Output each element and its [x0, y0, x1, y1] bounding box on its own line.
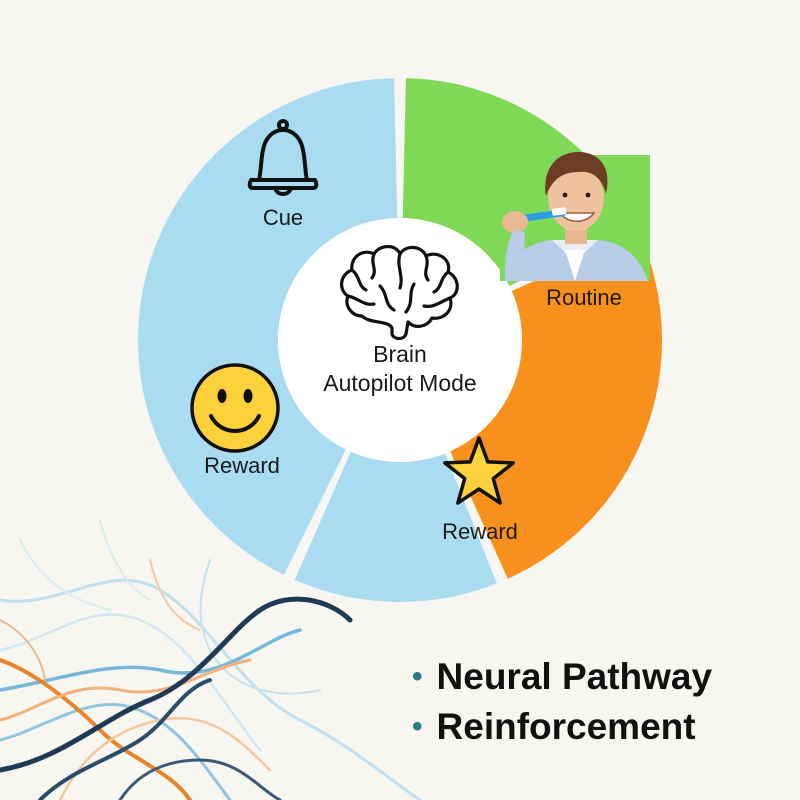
neural-pathway-illustration: [0, 519, 422, 800]
segment-label-cue: Cue: [263, 205, 303, 230]
segment-label-reward-star: Reward: [442, 519, 518, 544]
takeaway-text: Reinforcement: [436, 706, 696, 747]
habit-loop-ring: [138, 78, 662, 602]
center-title-line2: Autopilot Mode: [323, 370, 476, 396]
segment-label-routine: Routine: [546, 285, 622, 310]
segment-reward-star: [450, 234, 662, 579]
smiley-icon: [190, 363, 280, 453]
takeaway-list: •Neural Pathway •Reinforcement: [412, 652, 712, 752]
person-brushing-teeth: [500, 152, 650, 281]
takeaway-item: •Neural Pathway: [412, 656, 713, 697]
brain-icon: [340, 244, 459, 341]
segment-reward-smiley: [294, 451, 497, 602]
segment-cue: [138, 78, 398, 575]
takeaway-text: Neural Pathway: [436, 656, 713, 697]
center-title-line1: Brain: [373, 341, 427, 367]
star-icon: [443, 436, 515, 505]
bell-icon: [247, 119, 319, 196]
takeaway-item: •Reinforcement: [412, 706, 696, 747]
segment-label-reward-smiley: Reward: [204, 453, 280, 478]
